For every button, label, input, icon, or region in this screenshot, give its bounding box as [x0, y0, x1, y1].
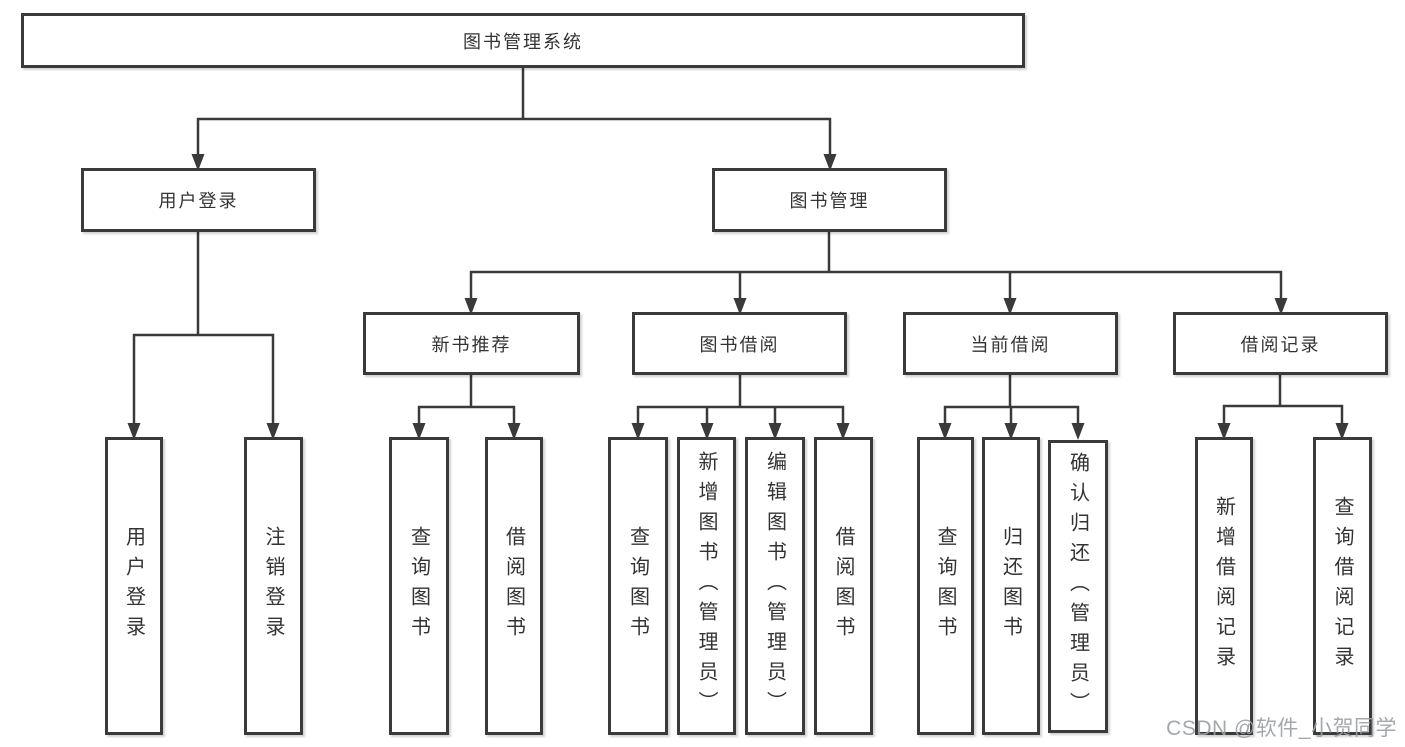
node-label: 查询图书 — [407, 526, 430, 646]
connector-path — [1222, 373, 1344, 427]
node-label: 归还图书 — [999, 526, 1022, 646]
node-label: 图书管理系统 — [463, 31, 583, 52]
node-label: 借阅图书 — [502, 526, 525, 646]
arrowhead-icon — [191, 154, 205, 171]
node-label: 查询图书 — [626, 526, 649, 646]
node-book-management: 图书管理 — [712, 168, 947, 232]
node-label: 借阅图书 — [832, 526, 854, 646]
arrowhead-icon — [127, 423, 141, 440]
arrowhead-icon — [768, 423, 782, 440]
node-leaf-records-add-record: 新增借阅记录 — [1195, 437, 1253, 735]
node-leaf-recommend-borrow-book: 借阅图书 — [485, 437, 543, 735]
arrowhead-icon — [1071, 423, 1085, 440]
arrowhead-icon — [464, 298, 478, 315]
connector-path — [132, 230, 275, 427]
node-leaf-current-query-book: 查询图书 — [917, 437, 974, 735]
arrowhead-icon — [836, 423, 850, 440]
node-borrowing-records: 借阅记录 — [1173, 312, 1388, 375]
node-label: 注销登录 — [262, 526, 284, 646]
node-label: 图书管理 — [789, 191, 870, 211]
node-label: 编辑图书（管理员） — [763, 451, 786, 721]
node-leaf-borrowing-edit-book: 编辑图书（管理员） — [745, 437, 805, 735]
node-user-login: 用户登录 — [81, 168, 316, 232]
arrowhead-icon — [631, 423, 645, 440]
node-current-borrowing: 当前借阅 — [903, 312, 1118, 375]
node-leaf-records-query-record: 查询借阅记录 — [1313, 437, 1372, 735]
node-leaf-borrowing-add-book: 新增图书（管理员） — [677, 437, 736, 735]
node-leaf-recommend-query-book: 查询图书 — [389, 437, 449, 735]
node-label: 当前借阅 — [970, 334, 1051, 355]
node-label: 借阅记录 — [1240, 334, 1321, 355]
connector-path — [469, 230, 1283, 302]
node-label: 查询图书 — [934, 526, 956, 646]
connector-path — [196, 66, 832, 158]
arrowhead-icon — [1274, 298, 1288, 315]
node-label: 查询借阅记录 — [1331, 496, 1353, 676]
node-label: 用户登录 — [122, 526, 145, 646]
arrowhead-icon — [507, 423, 521, 440]
node-leaf-logout-login: 注销登录 — [244, 437, 303, 735]
node-label: 新增图书（管理员） — [695, 451, 717, 721]
arrowhead-icon — [700, 423, 714, 440]
arrowhead-icon — [938, 423, 952, 440]
arrowhead-icon — [1217, 423, 1231, 440]
node-label: 图书借阅 — [699, 334, 780, 355]
connector-path — [417, 373, 516, 427]
node-leaf-current-confirm-return: 确认归还（管理员） — [1048, 440, 1108, 733]
arrowhead-icon — [412, 423, 426, 440]
arrowhead-icon — [1004, 423, 1018, 440]
node-leaf-user-login: 用户登录 — [105, 437, 163, 735]
node-leaf-current-return-book: 归还图书 — [982, 437, 1040, 735]
node-label: 新书推荐 — [431, 334, 512, 355]
node-book-borrowing: 图书借阅 — [632, 312, 847, 375]
arrowhead-icon — [733, 298, 747, 315]
node-label: 用户登录 — [158, 191, 239, 211]
arrowhead-icon — [1335, 423, 1349, 440]
node-leaf-borrowing-query-book: 查询图书 — [608, 437, 668, 735]
node-label: 新增借阅记录 — [1212, 496, 1235, 676]
arrowhead-icon — [823, 154, 837, 171]
node-label: 确认归还（管理员） — [1066, 451, 1089, 722]
connector-path — [943, 373, 1080, 427]
arrowhead-icon — [1003, 298, 1017, 315]
connector-path — [636, 373, 845, 427]
arrowhead-icon — [266, 423, 280, 440]
node-new-book-recommend: 新书推荐 — [363, 312, 580, 375]
node-root: 图书管理系统 — [21, 13, 1025, 68]
csdn-watermark: CSDN @软件_小贺同学 — [1166, 717, 1397, 740]
node-leaf-borrowing-borrow-book: 借阅图书 — [814, 437, 873, 735]
